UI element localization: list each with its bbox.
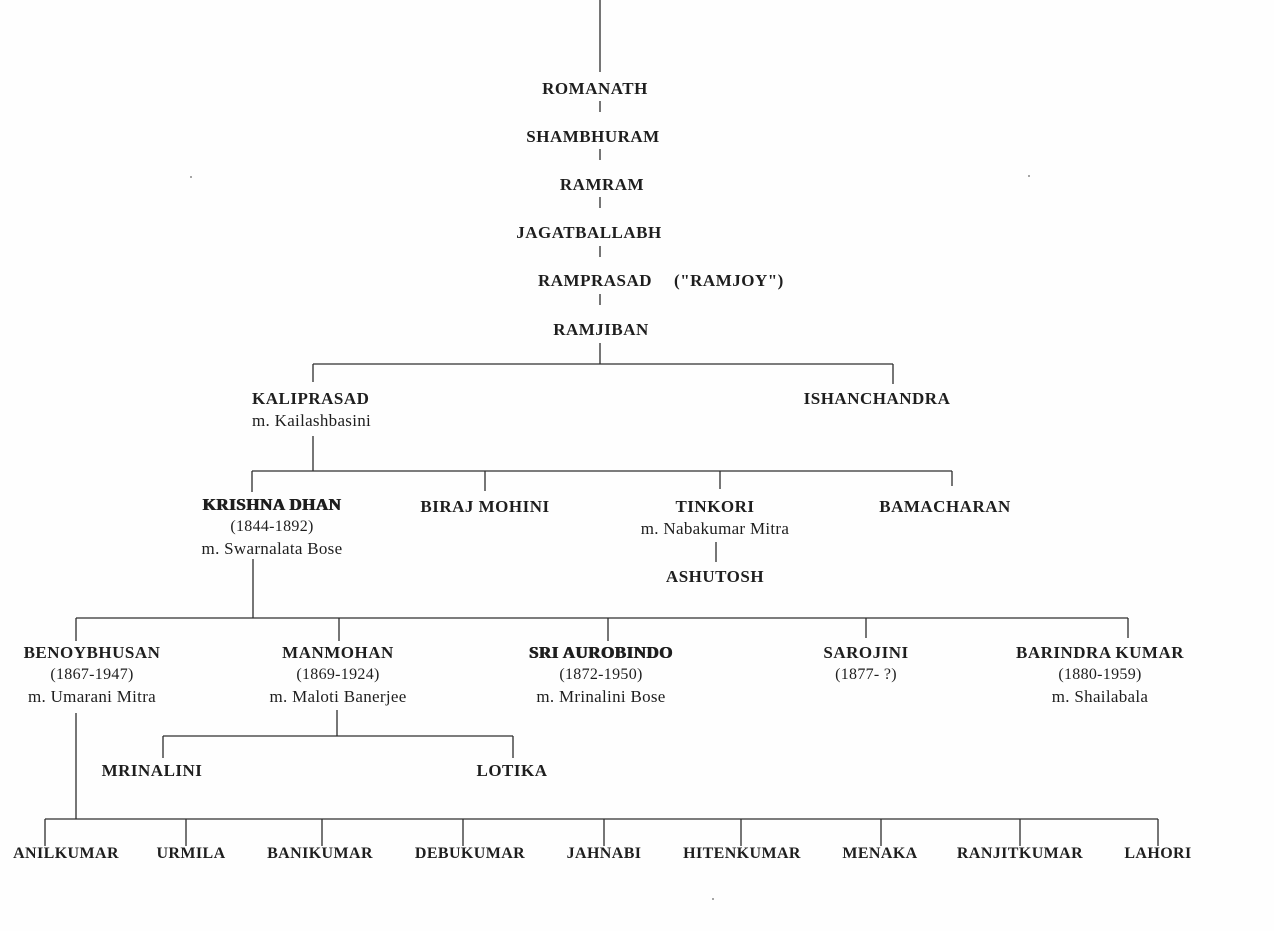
node-romanath: ROMANATH (542, 78, 648, 100)
benoybhusan-children-connector (44, 713, 1159, 846)
node-barindra-kumar: BARINDRA KUMAR (1880-1959) m. Shailabala (1016, 642, 1184, 708)
person-name: MENAKA (842, 845, 918, 862)
node-anilkumar: ANILKUMAR (13, 843, 119, 865)
node-ramjiban: RAMJIBAN (553, 319, 649, 341)
node-lotika: LOTIKA (476, 760, 547, 782)
person-name: RAMJIBAN (553, 320, 649, 339)
gen4-connector (75, 559, 1129, 641)
node-ramprasad: RAMPRASAD ("RAMJOY") (538, 270, 784, 292)
person-name: URMILA (156, 845, 226, 862)
node-sri-aurobindo: SRI AUROBINDO (1872-1950) m. Mrinalini B… (529, 642, 673, 708)
gen3-connector (251, 436, 953, 492)
node-ranjitkumar: RANJITKUMAR (957, 843, 1083, 865)
person-name: LOTIKA (476, 761, 548, 780)
node-bamacharan: BAMACHARAN (879, 496, 1011, 518)
person-name: KRISHNA DHAN (202, 495, 342, 514)
person-name: ASHUTOSH (665, 567, 765, 586)
person-name: DEBUKUMAR (414, 845, 526, 862)
person-spouse: m. Mrinalini Bose (536, 687, 666, 706)
person-years: (1872-1950) (559, 666, 643, 683)
person-name: ROMANATH (542, 79, 648, 98)
person-name: ANILKUMAR (13, 845, 119, 862)
person-spouse: m. Maloti Banerjee (269, 687, 407, 706)
node-lahori: LAHORI (1124, 843, 1191, 865)
person-spouse: m. Swarnalata Bose (201, 539, 343, 558)
person-alias: ("RAMJOY") (674, 271, 784, 290)
node-krishna-dhan: KRISHNA DHAN (1844-1892) m. Swarnalata B… (202, 494, 343, 560)
node-mrinalini: MRINALINI (102, 760, 203, 782)
node-banikumar: BANIKUMAR (267, 843, 373, 865)
node-menaka: MENAKA (842, 843, 917, 865)
gen2-connector (312, 363, 894, 384)
node-ramram: RAMRAM (560, 174, 644, 196)
person-name: KALIPRASAD (252, 389, 370, 408)
node-manmohan: MANMOHAN (1869-1924) m. Maloti Banerjee (269, 642, 406, 708)
person-name: BENOYBHUSAN (23, 643, 161, 662)
person-name: SHAMBHURAM (526, 127, 660, 146)
person-name: RANJITKUMAR (956, 845, 1084, 862)
node-debukumar: DEBUKUMAR (415, 843, 525, 865)
node-kaliprasad: KALIPRASAD m. Kailashbasini (252, 388, 371, 432)
person-spouse: m. Umarani Mitra (27, 687, 157, 706)
node-biraj-mohini: BIRAJ MOHINI (420, 496, 549, 518)
node-sarojini: SAROJINI (1877- ?) (823, 642, 908, 686)
person-spouse: m. Nabakumar Mitra (640, 519, 790, 538)
person-name: BIRAJ MOHINI (420, 497, 550, 516)
node-urmila: URMILA (156, 843, 225, 865)
person-name: SRI AUROBINDO (529, 643, 673, 662)
person-spouse: m. Shailabala (1051, 687, 1149, 706)
manmohan-children-connector (162, 710, 514, 758)
person-name: RAMRAM (559, 175, 645, 194)
person-name: TINKORI (675, 497, 755, 516)
node-tinkori: TINKORI m. Nabakumar Mitra (641, 496, 789, 540)
person-name: BAMACHARAN (879, 497, 1011, 516)
node-jahnabi: JAHNABI (567, 843, 642, 865)
node-shambhuram: SHAMBHURAM (526, 126, 659, 148)
person-name: JAGATBALLABH (516, 223, 662, 242)
node-ashutosh: ASHUTOSH (666, 566, 764, 588)
person-years: (1869-1924) (296, 666, 380, 683)
person-name: LAHORI (1124, 845, 1192, 862)
connectors (44, 0, 1159, 846)
node-benoybhusan: BENOYBHUSAN (1867-1947) m. Umarani Mitra (24, 642, 161, 708)
node-hitenkumar: HITENKUMAR (683, 843, 801, 865)
person-name: ISHANCHANDRA (803, 389, 951, 408)
person-name: MANMOHAN (282, 643, 394, 662)
person-years: (1844-1892) (230, 518, 314, 535)
node-ishanchandra: ISHANCHANDRA (804, 388, 951, 410)
node-jagatballabh: JAGATBALLABH (516, 222, 662, 244)
person-name: HITENKUMAR (683, 845, 801, 862)
person-years: (1880-1959) (1058, 666, 1142, 683)
person-name: BANIKUMAR (267, 845, 373, 862)
person-name: SAROJINI (823, 643, 909, 662)
person-years: (1877- ?) (835, 666, 897, 683)
scan-specks (190, 175, 1140, 900)
person-name: RAMPRASAD (538, 271, 653, 290)
person-name: MRINALINI (101, 761, 203, 780)
person-spouse: m. Kailashbasini (252, 411, 372, 430)
person-name: BARINDRA KUMAR (1015, 643, 1185, 662)
person-years: (1867-1947) (50, 666, 134, 683)
person-name: JAHNABI (566, 845, 642, 862)
